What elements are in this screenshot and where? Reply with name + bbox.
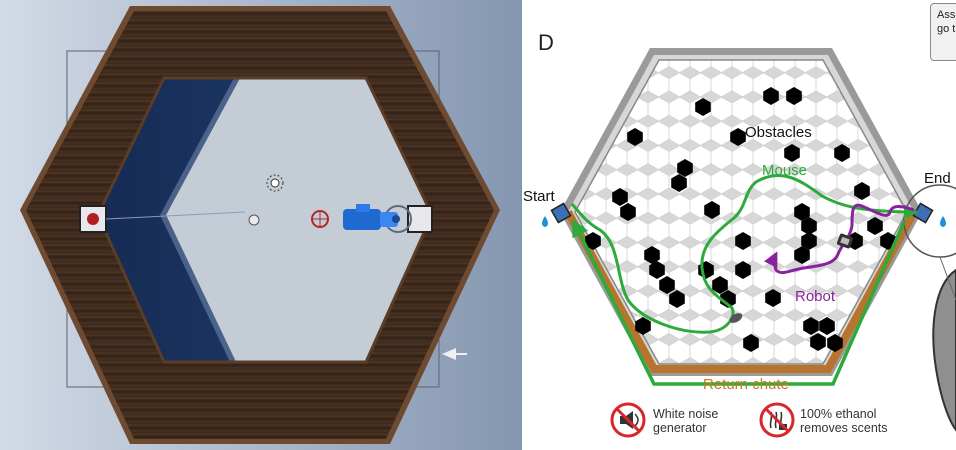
scene-object bbox=[248, 214, 260, 226]
obstacle-hex bbox=[695, 98, 711, 116]
light-gizmo-icon bbox=[266, 174, 284, 192]
end-port bbox=[384, 205, 433, 233]
obstacle-hex bbox=[735, 232, 751, 250]
return-chute-arrow bbox=[572, 218, 906, 386]
zoom-detail bbox=[932, 268, 956, 432]
obstacle-hex bbox=[834, 144, 850, 162]
water-drop-icon bbox=[542, 216, 548, 227]
mouse-path bbox=[570, 173, 919, 334]
obstacle-hex bbox=[677, 159, 693, 177]
obstacle-hex bbox=[659, 276, 675, 294]
obstacle-hex bbox=[867, 217, 883, 235]
obstacle-hex bbox=[730, 128, 746, 146]
panel-letter: D bbox=[538, 30, 554, 55]
hex-floor bbox=[574, 59, 908, 365]
arena-render bbox=[0, 0, 522, 450]
arena-schematic bbox=[542, 48, 956, 432]
obstacle-hex bbox=[786, 87, 802, 105]
obstacle-hex bbox=[585, 232, 601, 250]
obstacle-hex bbox=[803, 317, 819, 335]
obstacle-hex bbox=[794, 246, 810, 264]
mouse-label: Mouse bbox=[762, 162, 808, 179]
robot-icon bbox=[836, 233, 854, 249]
obstacle-hex bbox=[635, 317, 651, 335]
obstacles-label: Obstacles bbox=[745, 124, 812, 141]
obstacle-hex bbox=[735, 261, 751, 279]
obstacle-hex bbox=[612, 188, 628, 206]
obstacle-hex bbox=[649, 261, 665, 279]
obstacle-hex bbox=[784, 144, 800, 162]
camera-gizmo-icon bbox=[442, 348, 467, 360]
start-port-icon bbox=[550, 202, 572, 224]
obstacle-hex bbox=[819, 317, 835, 335]
arena-render-panel bbox=[0, 0, 522, 450]
water-drop-icon bbox=[940, 216, 946, 227]
mouse-icon bbox=[729, 313, 743, 323]
chute-band bbox=[564, 210, 918, 373]
camera-model bbox=[343, 204, 400, 230]
target-marker bbox=[311, 210, 329, 228]
obstacle-hex bbox=[763, 87, 779, 105]
end-label: End bbox=[924, 170, 951, 187]
obstacle-hex bbox=[765, 289, 781, 307]
obstacle-hex bbox=[854, 182, 870, 200]
legend-white-noise: White noise generator bbox=[653, 407, 719, 435]
obstacle-hex bbox=[712, 276, 728, 294]
obstacle-hex bbox=[669, 290, 685, 308]
floor-light bbox=[166, 78, 432, 362]
obstacle-hex bbox=[801, 232, 817, 250]
legend-ethanol: 100% ethanol removes scents bbox=[800, 407, 888, 435]
scent-prohibited-icon bbox=[759, 402, 795, 438]
obstacle-hex bbox=[827, 334, 843, 352]
obstacle-hex bbox=[704, 201, 720, 219]
obstacle-hex bbox=[810, 333, 826, 351]
side-note: Ass go t bbox=[930, 3, 956, 61]
start-label: Start bbox=[523, 188, 555, 205]
obstacle-hex bbox=[847, 232, 863, 250]
robot-label: Robot bbox=[795, 288, 836, 305]
obstacle-hex bbox=[620, 203, 636, 221]
return-chute-label: Return chute bbox=[703, 376, 789, 393]
obstacle-hex bbox=[671, 174, 687, 192]
arena-schematic-panel: D Start End Obstacles Mouse Robot Return… bbox=[522, 0, 956, 450]
obstacle-hex bbox=[794, 203, 810, 221]
obstacle-hex bbox=[801, 217, 817, 235]
obstacles bbox=[585, 87, 896, 352]
obstacle-hex bbox=[627, 128, 643, 146]
obstacle-hex bbox=[644, 246, 660, 264]
speaker-prohibited-icon bbox=[610, 402, 646, 438]
obstacle-hex bbox=[743, 334, 759, 352]
start-port bbox=[79, 205, 246, 233]
